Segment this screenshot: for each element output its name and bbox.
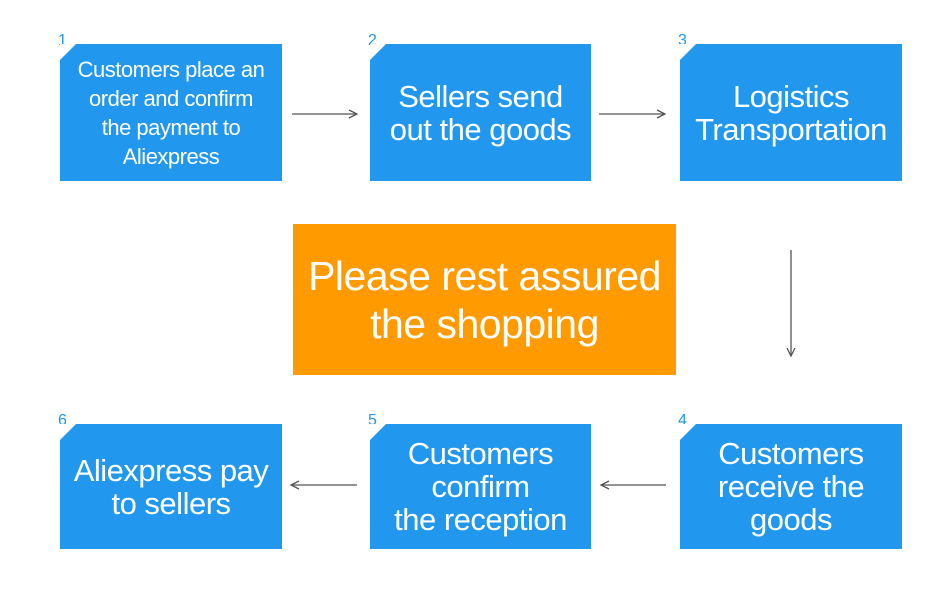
step-text-4: Customers receive the goods xyxy=(717,436,865,537)
banner-text: Please rest assured the shopping xyxy=(308,252,661,347)
step-number-6: 6 xyxy=(58,412,67,429)
arrow-step1-to-step2 xyxy=(292,109,359,119)
step-number-1: 1 xyxy=(58,32,67,49)
arrow-step4-to-step5 xyxy=(599,480,666,490)
step-number-3: 3 xyxy=(678,32,687,49)
step-number-5: 5 xyxy=(368,412,377,429)
step-box-5: Customers confirm the reception xyxy=(370,424,591,549)
step-text-3: Logistics Transportation xyxy=(695,78,887,147)
step-number-2: 2 xyxy=(368,32,377,49)
step-box-3: Logistics Transportation xyxy=(680,44,902,181)
arrow-step5-to-step6 xyxy=(289,480,357,490)
step-text-5: Customers confirm the reception xyxy=(394,436,567,537)
step-text-2: Sellers send out the goods xyxy=(389,78,572,147)
step-box-4: Customers receive the goods xyxy=(680,424,902,549)
arrow-step3-to-step4 xyxy=(786,250,796,358)
step-box-2: Sellers send out the goods xyxy=(370,44,591,181)
step-text-1: Customers place an order and confirm the… xyxy=(77,56,265,169)
step-box-1: Customers place an order and confirm the… xyxy=(60,44,282,181)
arrow-step2-to-step3 xyxy=(599,109,667,119)
step-text-6: Aliexpress pay to sellers xyxy=(73,452,269,521)
step-number-4: 4 xyxy=(678,412,687,429)
step-box-6: Aliexpress pay to sellers xyxy=(60,424,282,549)
center-banner: Please rest assured the shopping xyxy=(293,224,676,375)
